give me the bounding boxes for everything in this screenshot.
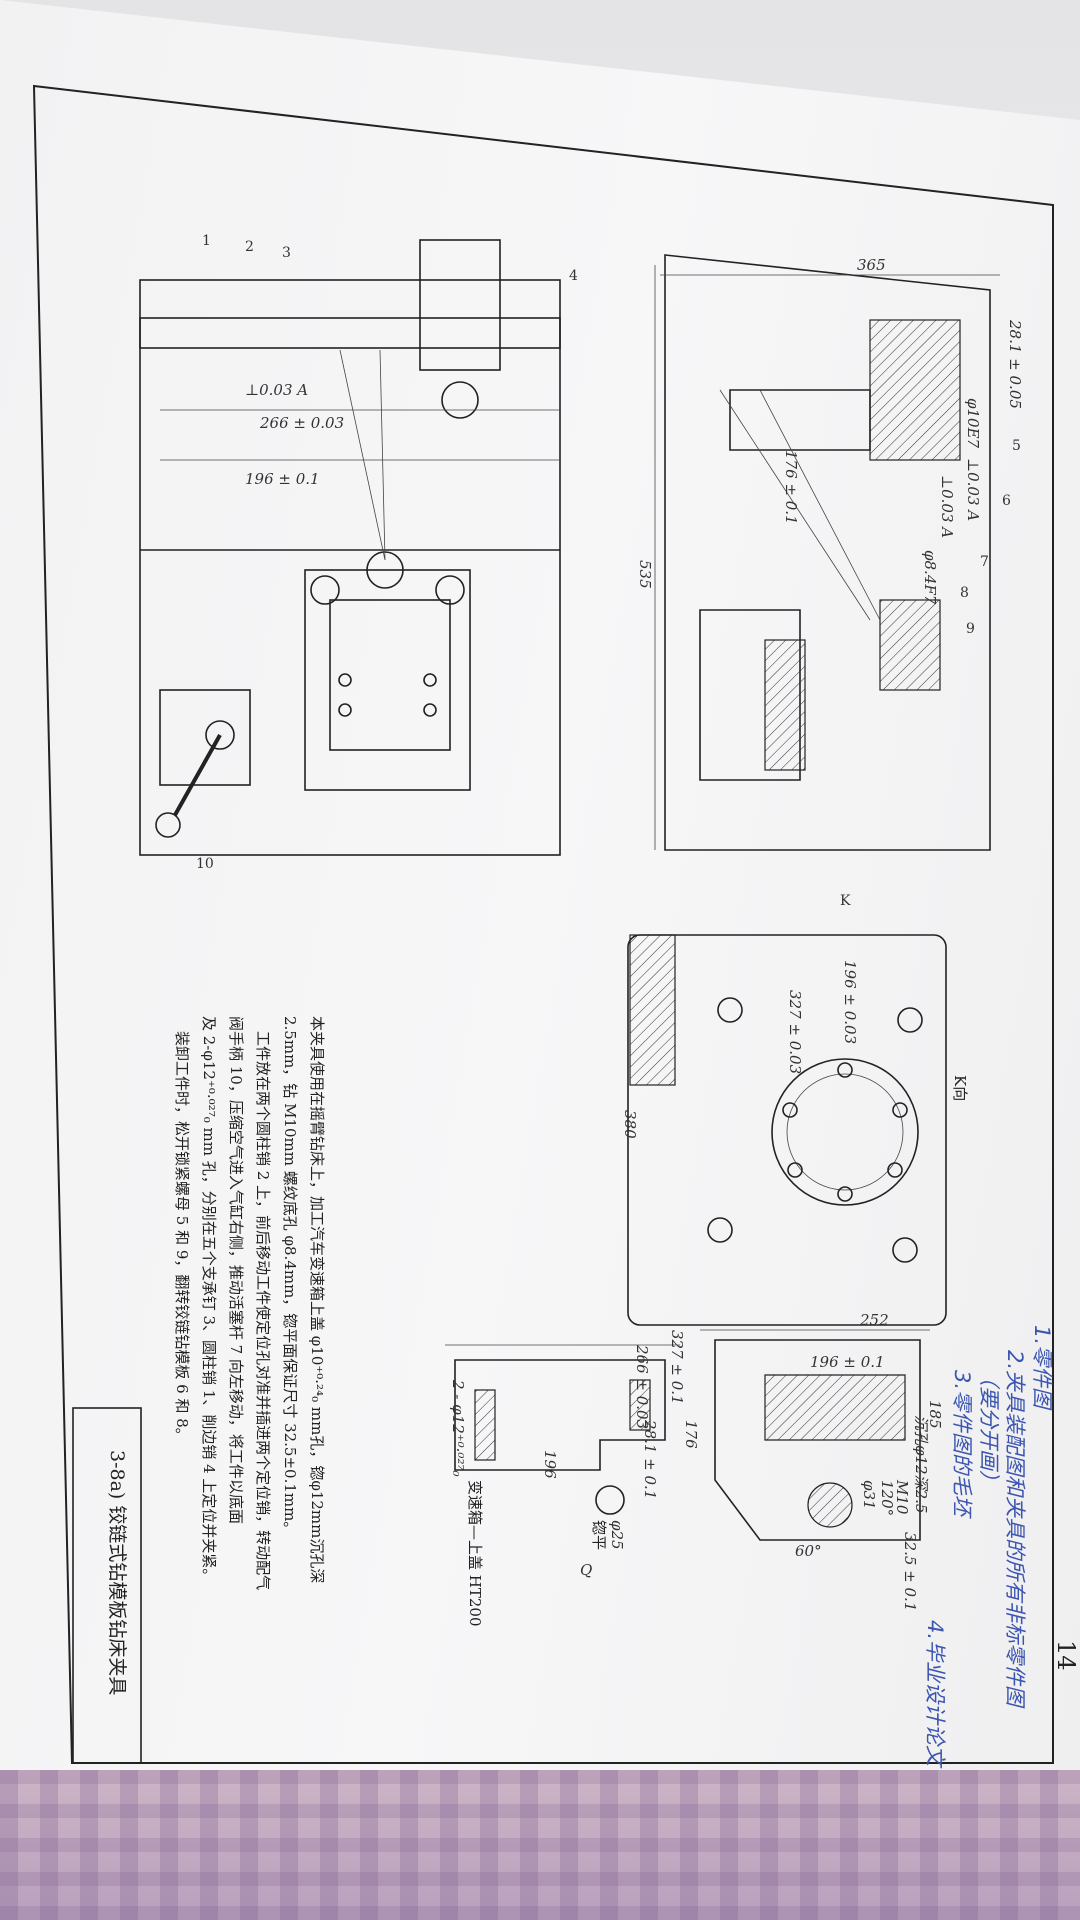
text-line: 工件放在两个圆柱销 2 上，前后移动工件使定位孔对准并插进两个定位销，转动配气: [254, 1016, 272, 1591]
dim-535: 535: [636, 560, 654, 589]
part-number: 5: [1012, 438, 1021, 454]
handwriting-line: 4.毕业设计论文: [923, 1620, 947, 1769]
part-number: 4: [569, 268, 578, 284]
view-label: K向: [951, 1075, 969, 1101]
part-number: 2: [245, 239, 254, 255]
handwriting-line: 1.零件图: [1030, 1325, 1054, 1411]
text-line: 阀手柄 10，压缩空气进入气缸右侧，推动活塞杆 7 向左移动，将工件以底面: [227, 1016, 245, 1524]
dim-32-5: 32.5 ± 0.1: [901, 1532, 919, 1611]
angle-120: 120°: [878, 1480, 896, 1516]
thread-m10: M10: [893, 1479, 911, 1515]
hole-2-phi12: 2 - φ12⁺⁰·⁰²⁷₀: [449, 1379, 467, 1477]
datum-q: Q: [580, 1561, 592, 1579]
section-view-right: 365 535 176 ± 0.1 28.1 ± 0.05 φ10E7 ⊥0.0…: [636, 254, 1024, 909]
spot-face-note: 锪平: [590, 1520, 608, 1550]
handwriting-line: （要分开画）: [977, 1365, 1001, 1491]
dim-196-part: 196 ± 0.1: [810, 1353, 885, 1371]
part-number: 6: [1002, 493, 1011, 509]
dim-176: 176: [682, 1420, 700, 1449]
dim-252: 252: [859, 1311, 889, 1329]
top-view-left: ⊥0.03 A 266 ± 0.03 196 ± 0.1 1 2 3 4 10: [139, 233, 578, 872]
page-number: 14: [1052, 1640, 1080, 1671]
part-number: 10: [196, 856, 214, 872]
text-line: 装卸工件时，松开锁紧螺母 5 和 9，翻转铰链钻模板 6 和 8。: [173, 1016, 191, 1443]
title-block: [72, 1407, 142, 1764]
handwriting-line: 2.夹具装配图和夹具的所有非标零件图: [1003, 1350, 1027, 1709]
dim-327-k: 327 ± 0.03: [786, 990, 804, 1074]
handwriting-line: 3.零件图的毛坯: [950, 1370, 974, 1519]
dim-176: 176 ± 0.1: [782, 450, 800, 525]
dim-380: 380: [621, 1110, 639, 1139]
part-number: 9: [966, 621, 975, 637]
dim-365: 365: [857, 256, 886, 274]
description-text: 本夹具使用在摇臂钻床上，加工汽车变速箱上盖 φ10⁺⁰·²⁴₀ mm孔，锪φ12…: [168, 1016, 330, 1591]
dim-266-part: 266 ± 0.03: [633, 1344, 651, 1429]
paper-sheet: [0, 0, 1080, 1800]
dim-266: 266 ± 0.03: [259, 414, 344, 432]
dim-185: 185: [926, 1400, 944, 1429]
dim-196: 196 ± 0.1: [245, 470, 320, 488]
k-view: 196 ± 0.03 327 ± 0.03 380 K向: [621, 934, 969, 1326]
drawing-title: 3-8a) 铰链式钻模板钻床夹具: [106, 1450, 128, 1696]
text-line: 本夹具使用在摇臂钻床上，加工汽车变速箱上盖 φ10⁺⁰·²⁴₀ mm孔，锪φ12…: [308, 1016, 326, 1584]
part-number: 8: [960, 585, 969, 601]
part-number: 7: [980, 554, 989, 570]
part-view-right: 252 196 ± 0.1 185 沉孔φ12深2.5 M10 120° φ31…: [700, 1311, 944, 1611]
handwritten-notes: 1.零件图 2.夹具装配图和夹具的所有非标零件图 （要分开画） 3.零件图的毛坯…: [923, 1325, 1054, 1769]
dim-28-1: 28.1 ± 0.05: [1006, 319, 1024, 409]
perpendicularity-label: ⊥0.03 A: [938, 475, 956, 538]
section-mark: K: [840, 893, 851, 909]
angle-60: 60°: [795, 1542, 822, 1560]
dim-196-mid: 196: [541, 1450, 559, 1479]
part-label: 变速箱—上盖 HT200: [466, 1480, 484, 1627]
dim-28-1-part: 28.1 ± 0.1: [641, 1419, 659, 1499]
dim-phi25: φ25: [608, 1520, 626, 1550]
part-view-middle: 327 ± 0.1 266 ± 0.03 28.1 ± 0.1 176 196 …: [445, 1330, 700, 1627]
counterbore-note: 沉孔φ12深2.5: [912, 1415, 930, 1513]
fit-phi10e7: φ10E7: [964, 398, 982, 449]
drawing-frame: [32, 84, 1054, 1764]
dim-196-k: 196 ± 0.03: [841, 960, 859, 1044]
perpendicularity-label: ⊥0.03 A: [964, 458, 982, 521]
part-number: 3: [282, 245, 291, 261]
dim-327-part: 327 ± 0.1: [668, 1330, 686, 1405]
dim-phi31: φ31: [860, 1480, 878, 1510]
part-number: 1: [202, 233, 211, 249]
text-line: 及 2-φ12⁺⁰·⁰²⁷₀ mm 孔，分别在五个支承钉 3、圆柱销 1、削边销…: [200, 1016, 218, 1584]
text-line: 2.5mm，钻 M10mm 螺纹底孔 φ8.4mm，锪平面保证尺寸 32.5±0…: [281, 1016, 299, 1537]
fit-phi8-4f7: φ8.4F7: [921, 550, 939, 605]
fabric-background: [0, 1770, 1080, 1920]
perpendicularity-label: ⊥0.03 A: [245, 381, 308, 399]
